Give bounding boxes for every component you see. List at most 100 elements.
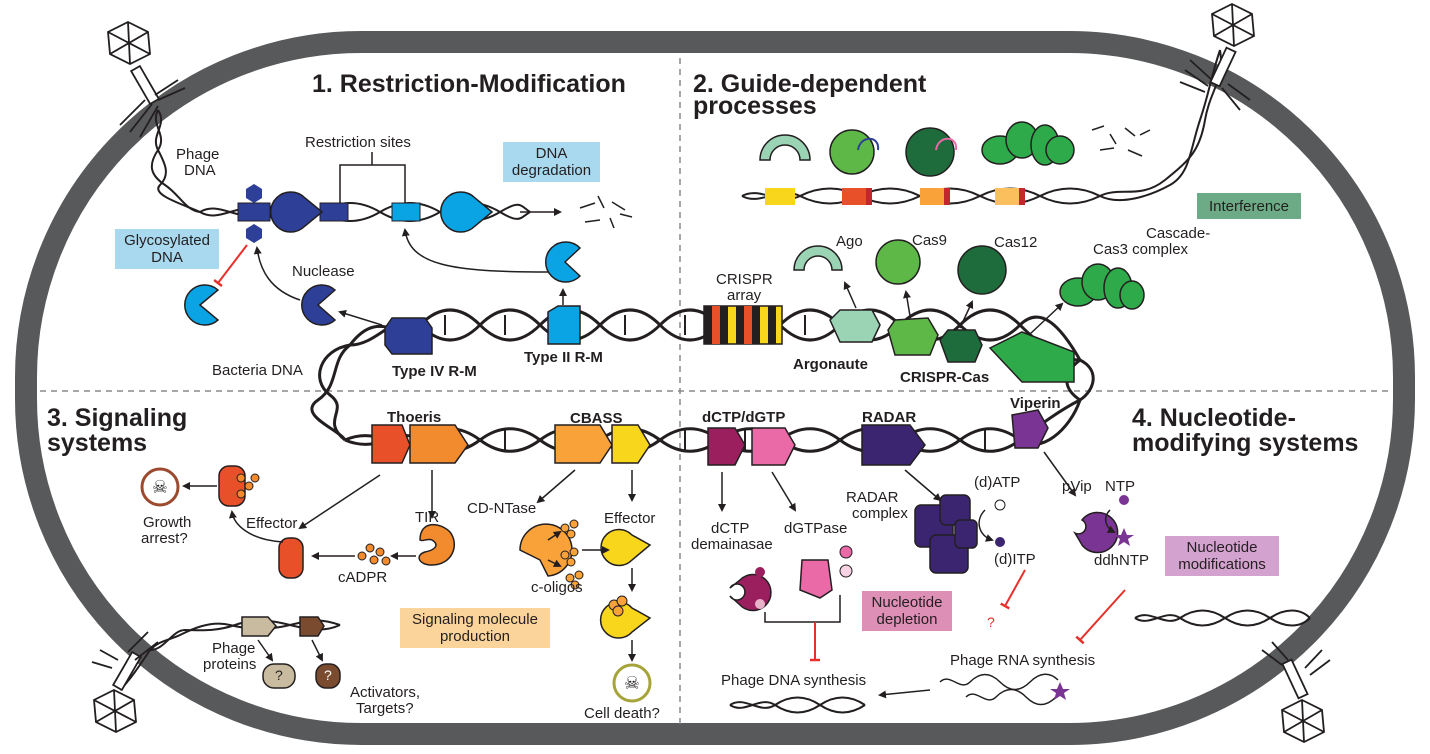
phage-dna-bottom-right [1134,609,1311,627]
arrow-dgtp-gene [771,471,797,512]
phage-dna-synthesis-helix [729,696,866,714]
cell-death-label: Cell death? [584,705,660,722]
arrow-ntp-ddhntp [1104,509,1116,533]
cas-gene-1 [887,317,939,356]
cbass-effector [600,528,652,567]
cadpr-label: cADPR [338,569,388,586]
glycosylated-dna-box: Glycosylated DNA [115,229,219,269]
cas12-bound [905,127,955,177]
tir-label: TIR [415,509,440,526]
restriction-sites-label: Restriction sites [305,134,411,151]
ago-protein [793,245,843,271]
cbass-gene-2 [611,424,651,464]
protospacer-tan [995,188,1025,205]
pam-2 [944,188,950,205]
ditp-question: ? [987,614,995,630]
nuclease-on-dna [439,191,494,233]
c-oligos-label: c-oligos [531,579,583,596]
protospacer-orange [920,188,950,205]
nucleotide-depletion-line-1: Nucleotide [871,594,943,611]
arrow-argonaute [843,281,857,309]
arrow-thoeris-effector [298,474,381,530]
section-title-signaling-2: systems [47,429,148,457]
arrow-cas12 [959,300,974,329]
pvip-protein [1073,511,1119,554]
cascade-protein [1059,263,1145,310]
type-iv-site-marker [237,202,271,222]
type-ii-nuclease [544,241,582,283]
protospacer-red [842,188,872,205]
type-ii-rm-label: Type II R-M [524,349,603,366]
crispr-array-label-1: CRISPR [716,271,773,288]
arrow-effector-activated [228,510,284,543]
effector-label-1: Effector [246,515,298,532]
dgtp-gene [751,427,796,466]
phage-dna-synthesis-label: Phage DNA synthesis [721,672,867,689]
section-title-nucleotide-2: modifying systems [1132,429,1359,457]
argonaute-label: Argonaute [793,356,868,373]
cbass-effector-active [599,595,652,639]
cas-gene-3 [988,331,1075,383]
cas9-protein [875,239,921,285]
pam-3 [1019,188,1025,205]
cascade-label-2: Cas3 complex [1093,241,1189,258]
section-title-guide-1: 2. Guide-dependent [693,70,927,98]
tir-protein [418,524,455,566]
skull-growth-arrest: ☠ [140,467,180,507]
signaling-molecule-box: Signaling molecule production [400,608,550,648]
dgtpase-protein [799,559,833,599]
svg-text:☠: ☠ [152,477,168,498]
atp-molecule [994,499,1006,511]
phage-particle-bottom-left [91,631,159,734]
radar-complex-label-1: RADAR [846,489,899,506]
activators-label-2: Targets? [356,700,414,717]
inhibition-ddhntp [1075,589,1126,645]
glycosylated-dna-line-2: DNA [151,249,183,266]
section-title-signaling-1: 3. Signaling [47,404,188,432]
dna-degradation-box: DNA degradation [503,142,600,182]
dctp-deaminase-label-1: dCTP [711,520,750,537]
arrow-viperin-gene [1043,451,1077,497]
radar-gene [861,424,926,466]
arrow-cbass-cdntase [536,469,576,504]
glycosylated-dna-line-1: Glycosylated [124,232,210,249]
methylase-on-dna [269,191,324,233]
activated-effector [218,465,260,507]
arrow-atp-itp [978,509,994,542]
radar-label: RADAR [862,409,917,426]
phage-particle-top-right [1179,2,1255,111]
blocked-nuclease [184,284,220,326]
arrow-nuclease-to-glyco [253,246,301,301]
phage-dna-label-1: Phage [176,146,220,163]
cas12-crrna [935,137,958,151]
dna-fragments [579,195,633,229]
ditp-label: (d)ITP [994,551,1036,568]
type-iv-nuclease [301,284,337,326]
phage-protein-gene-1 [241,616,277,637]
inhibition-itp [1000,569,1026,610]
viperin-label: Viperin [1010,395,1061,412]
thoeris-label: Thoeris [387,409,442,426]
datp-label: (d)ATP [974,474,1021,491]
cas9-label: Cas9 [912,232,948,249]
ago-bound [759,134,811,161]
nucleotide-depletion-box: Nucleotide depletion [862,591,952,631]
arrow-cdntase-coligos-1 [547,530,562,541]
cas12-protein [957,245,1007,295]
restriction-sites-bracket [339,152,406,205]
effector-label-2: Effector [604,510,656,527]
activators-label-1: Activators, [350,684,421,701]
phage-rna [939,673,1059,706]
pam-1 [866,188,872,205]
phage-protein-gene-2 [299,616,325,637]
phage-proteins-label-2: proteins [203,656,257,673]
cd-ntase-label: CD-NTase [467,500,537,517]
phage-protein-question-2: ? [324,667,332,683]
dctp-dgtp-label: dCTP/dGTP [702,409,786,426]
bacteria-dna-label: Bacteria DNA [212,362,303,379]
dctp-deaminase-label-2: demainasae [691,536,773,553]
ago-label: Ago [836,233,863,250]
type-ii-rm-gene [547,305,581,345]
dgtp-product [839,564,853,578]
